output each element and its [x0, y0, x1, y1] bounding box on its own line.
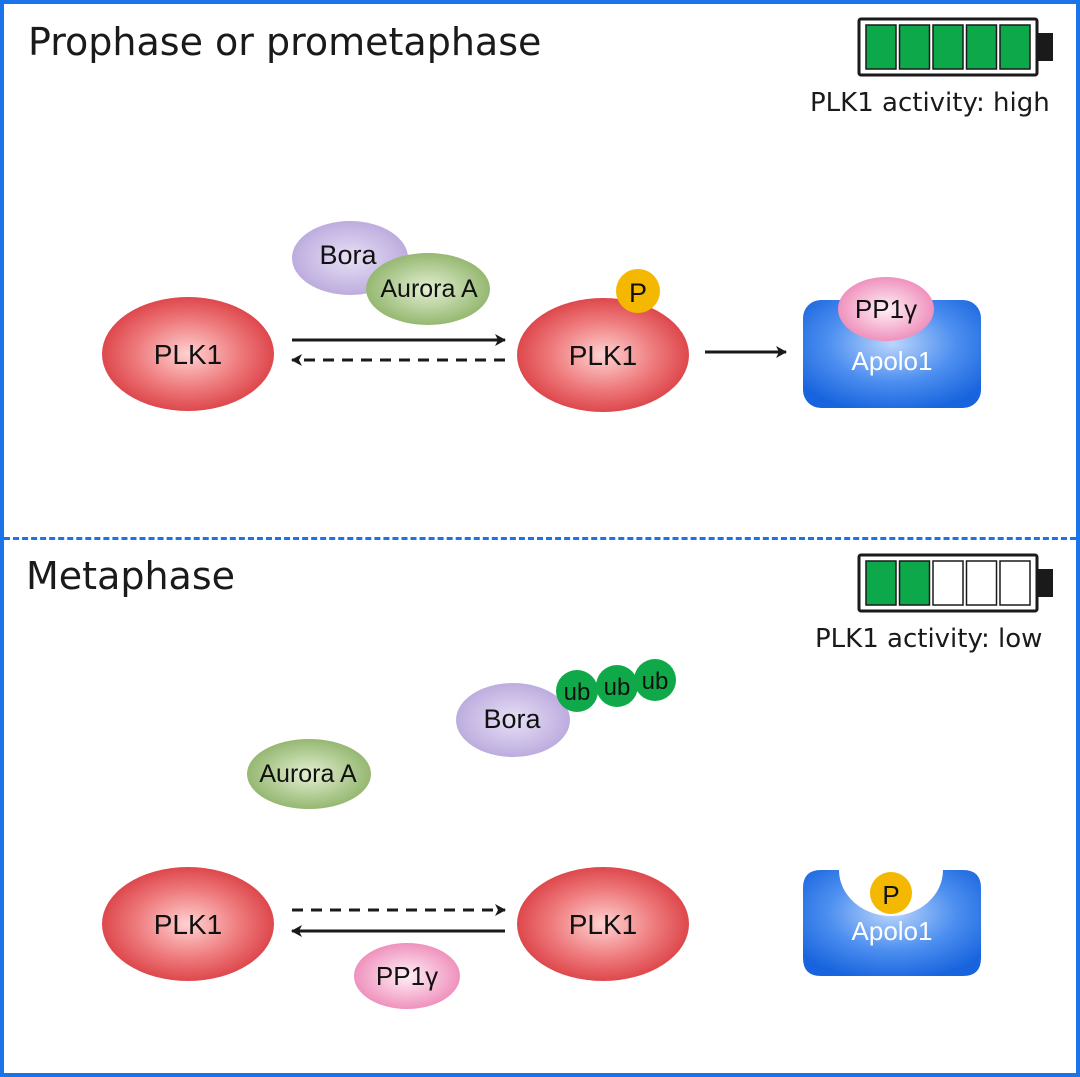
- plk1-inactive: PLK1: [102, 297, 274, 411]
- apolo1-phosphorylated: P Apolo1: [803, 870, 981, 976]
- bora-aurora-complex: Bora Aurora A: [292, 221, 490, 325]
- ub-label: ub: [604, 674, 631, 701]
- apolo1-pp1-complex: PP1γ Apolo1: [803, 277, 981, 408]
- plk1-label: PLK1: [154, 339, 223, 370]
- battery-segment-empty: [932, 560, 964, 606]
- battery-segment-filled: [932, 24, 964, 70]
- battery-segment-filled: [898, 560, 931, 606]
- battery-segment-empty: [965, 560, 998, 606]
- plk1-inactive: PLK1: [102, 867, 274, 981]
- activity-label-low: PLK1 activity: low: [815, 624, 1043, 654]
- pp1-gamma-label: PP1γ: [855, 294, 917, 324]
- battery-segment-filled: [999, 24, 1031, 70]
- pp1-gamma-label: PP1γ: [376, 961, 438, 991]
- phospho-label: P: [882, 880, 899, 910]
- bora-label: Bora: [483, 704, 541, 734]
- panel-title-prophase: Prophase or prometaphase: [28, 20, 542, 64]
- pp1-gamma-free: PP1γ: [354, 943, 460, 1009]
- ub-label: ub: [642, 668, 669, 695]
- battery-segment-filled: [865, 560, 897, 606]
- activity-label-high: PLK1 activity: high: [810, 88, 1050, 118]
- ubiquitinated-bora: Bora ub ub ub: [456, 659, 676, 757]
- aurora-a-free: Aurora A: [247, 739, 371, 809]
- plk1-label: PLK1: [569, 340, 638, 371]
- bora-label: Bora: [319, 240, 377, 270]
- plk1-active: PLK1 P: [517, 269, 689, 412]
- battery-icon-low: [857, 553, 1053, 613]
- apolo1-label: Apolo1: [852, 346, 933, 376]
- battery-segment-filled: [865, 24, 897, 70]
- battery-segment-filled: [898, 24, 931, 70]
- panel-divider: [4, 537, 1076, 540]
- aurora-a-label: Aurora A: [380, 275, 478, 303]
- ub-label: ub: [564, 679, 591, 706]
- battery-icon-high: [857, 17, 1053, 77]
- battery-segment-filled: [965, 24, 998, 70]
- panel-title-metaphase: Metaphase: [26, 554, 236, 598]
- plk1-dephosphorylated: PLK1: [517, 867, 689, 981]
- phospho-label: P: [629, 278, 647, 308]
- apolo1-label: Apolo1: [852, 916, 933, 946]
- battery-segment-empty: [999, 560, 1031, 606]
- aurora-a-label: Aurora A: [259, 760, 357, 788]
- plk1-label: PLK1: [569, 909, 638, 940]
- plk1-label: PLK1: [154, 909, 223, 940]
